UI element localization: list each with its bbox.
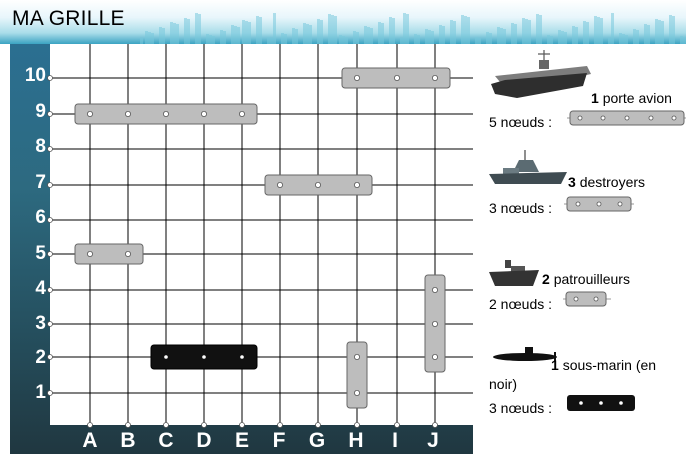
grid-row-node xyxy=(48,391,53,396)
patrol-boat-icon xyxy=(489,254,539,290)
grid-area xyxy=(50,44,473,425)
ship-node xyxy=(87,111,92,116)
grid-row-node xyxy=(48,112,53,117)
row-label-7: 7 xyxy=(10,172,46,194)
grid-row-node xyxy=(48,322,53,327)
ship-node xyxy=(164,355,168,359)
legend-patrol-ship-icon xyxy=(563,289,611,309)
ship-node xyxy=(239,111,244,116)
ship-node xyxy=(125,111,130,116)
legend-destroyer-nodes: 3 nœuds : xyxy=(489,200,552,216)
col-label-h: H xyxy=(341,429,371,453)
row-label-3: 3 xyxy=(10,313,46,335)
grid-row-node xyxy=(48,252,53,257)
grid-row-node xyxy=(48,288,53,293)
ship-destroyer-3 xyxy=(425,275,445,372)
ship-porte-avion xyxy=(75,104,257,124)
ship-node xyxy=(87,251,92,256)
grid-row-node xyxy=(48,218,53,223)
ship-node xyxy=(354,75,359,80)
legend-submarine-nodes: 3 nœuds : xyxy=(489,400,552,416)
ship-node xyxy=(432,287,437,292)
legend-panel: 1 porte avion 5 nœuds : 3 destroyers 3 n… xyxy=(487,44,686,454)
grid-col-node xyxy=(316,423,321,428)
legend-carrier-label: 1 porte avion xyxy=(591,90,672,106)
ship-node xyxy=(125,251,130,256)
col-label-b: B xyxy=(113,429,143,453)
ship-node xyxy=(394,75,399,80)
ship-patrouilleur-2 xyxy=(347,342,367,408)
row-label-2: 2 xyxy=(10,347,46,369)
col-label-f: F xyxy=(264,429,294,453)
row-label-6: 6 xyxy=(10,207,46,229)
grid-col-node xyxy=(202,423,207,428)
legend-submarine-label-cont: noir) xyxy=(489,376,517,392)
col-label-j: J xyxy=(418,429,448,453)
legend-destroyer-label: 3 destroyers xyxy=(568,174,645,190)
row-label-10: 10 xyxy=(10,65,46,87)
col-label-i: I xyxy=(380,429,410,453)
legend-submarine-label: 1 sous-marin (en xyxy=(551,357,656,373)
ship-node xyxy=(432,354,437,359)
row-label-4: 4 xyxy=(10,278,46,300)
ship-hull xyxy=(75,244,143,264)
grid-col-node xyxy=(88,423,93,428)
ship-node xyxy=(163,111,168,116)
ship-node xyxy=(277,182,282,187)
grid-col-node xyxy=(395,423,400,428)
ship-node xyxy=(202,355,206,359)
grid-col-node xyxy=(278,423,283,428)
row-label-8: 8 xyxy=(10,136,46,158)
ship-sous-marin xyxy=(151,345,257,369)
ship-patrouilleur-1 xyxy=(75,244,143,264)
aircraft-carrier-icon xyxy=(487,46,591,102)
ship-node xyxy=(240,355,244,359)
ship-node xyxy=(432,321,437,326)
grid-col-node xyxy=(126,423,131,428)
grid-row-node xyxy=(48,183,53,188)
grid-col-node xyxy=(433,423,438,428)
ship-node xyxy=(354,354,359,359)
grid-row-node xyxy=(48,147,53,152)
col-label-e: E xyxy=(227,429,257,453)
legend-submarine-ship-icon xyxy=(565,393,637,413)
ship-node xyxy=(432,75,437,80)
col-label-d: D xyxy=(189,429,219,453)
grid-row-node xyxy=(48,76,53,81)
row-label-5: 5 xyxy=(10,243,46,265)
grid-col-node xyxy=(240,423,245,428)
legend-patrol-nodes: 2 nœuds : xyxy=(489,296,552,312)
row-label-1: 1 xyxy=(10,382,46,404)
col-label-a: A xyxy=(75,429,105,453)
legend-carrier-nodes: 5 nœuds : xyxy=(489,114,552,130)
ship-node xyxy=(354,390,359,395)
destroyer-icon xyxy=(489,148,567,188)
row-label-9: 9 xyxy=(10,101,46,123)
ship-destroyer-2 xyxy=(265,175,372,195)
ship-hull xyxy=(347,342,367,408)
ship-node xyxy=(354,182,359,187)
legend-carrier-ship-icon xyxy=(567,108,686,128)
grid-col-node xyxy=(164,423,169,428)
grid-col-node xyxy=(355,423,360,428)
col-label-g: G xyxy=(302,429,332,453)
ship-destroyer-1 xyxy=(342,68,450,88)
grid-row-node xyxy=(48,355,53,360)
col-label-c: C xyxy=(151,429,181,453)
legend-patrol-label: 2 patrouilleurs xyxy=(542,271,630,287)
ship-node xyxy=(315,182,320,187)
legend-destroyer-ship-icon xyxy=(564,194,634,214)
ship-node xyxy=(201,111,206,116)
